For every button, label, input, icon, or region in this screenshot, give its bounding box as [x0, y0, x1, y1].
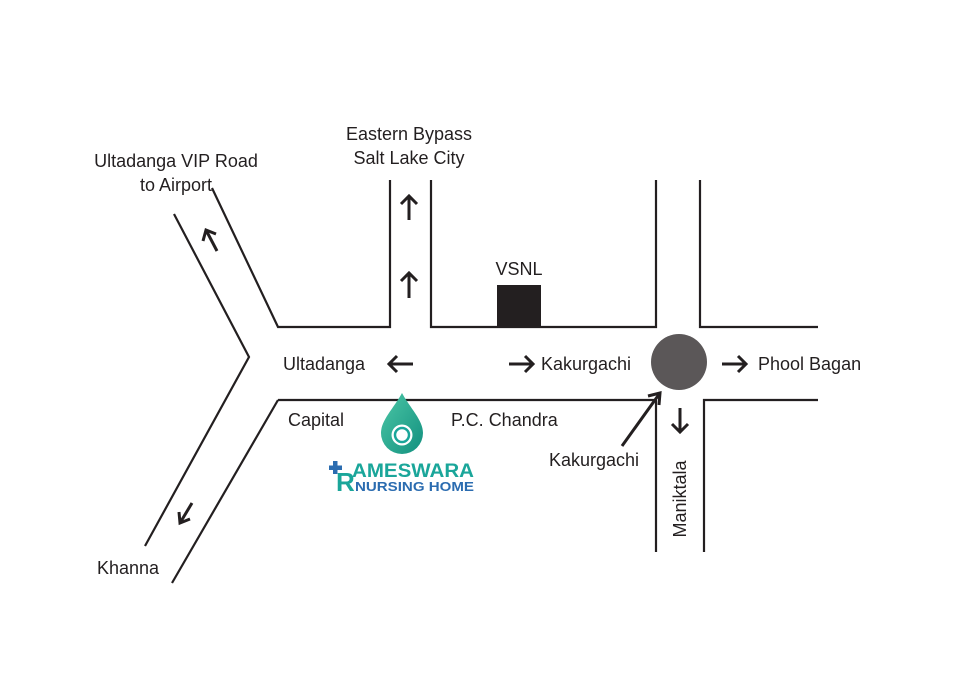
label-kakurgachi-road: Kakurgachi: [541, 354, 631, 374]
junction-marker: [651, 334, 707, 390]
label-vsnl: VSNL: [495, 259, 542, 279]
label-salt-lake-city: Salt Lake City: [353, 148, 464, 168]
vsnl-building: [497, 285, 541, 327]
logo-initial: R: [336, 467, 355, 497]
road-khanna-outer: [171, 399, 279, 584]
arrow-left-icon: [386, 354, 413, 374]
arrow-up-icon: [399, 270, 419, 298]
label-ultadanga: Ultadanga: [283, 354, 366, 374]
medical-cross-icon: [329, 461, 342, 474]
road-vip-outer-top: [211, 180, 392, 329]
logo-subtitle: NURSING HOME: [355, 480, 474, 494]
label-eastern-bypass: Eastern Bypass: [346, 124, 472, 144]
logo-title: AMESWARA: [352, 461, 474, 482]
road-phoolbagan-north: [698, 180, 818, 329]
arrow-down-left-icon: [177, 502, 194, 526]
label-phool-bagan: Phool Bagan: [758, 354, 861, 374]
arrow-up-right-icon: [620, 391, 662, 447]
label-maniktala: Maniktala: [670, 459, 690, 537]
arrow-right-icon: [509, 354, 536, 374]
arrow-up-icon: [399, 193, 419, 220]
label-capital: Capital: [288, 410, 344, 430]
label-to-airport: to Airport: [140, 175, 212, 195]
label-khanna: Khanna: [97, 558, 160, 578]
road-bypass-east: [429, 180, 658, 329]
road-phoolbagan-south: [702, 398, 818, 552]
road-network: [144, 180, 818, 584]
arrow-up-left-icon: [201, 227, 219, 252]
arrow-down-icon: [670, 408, 690, 435]
arrow-right-icon: [722, 354, 749, 374]
hospital-location-pin-icon: [381, 393, 423, 454]
rameswara-logo: R AMESWARA NURSING HOME: [329, 461, 474, 497]
label-pc-chandra: P.C. Chandra: [451, 410, 559, 430]
road-vip-inner: [144, 213, 251, 547]
label-ultadanga-vip: Ultadanga VIP Road: [94, 151, 258, 171]
label-kakurgachi-point: Kakurgachi: [549, 450, 639, 470]
direction-arrows: [177, 193, 749, 526]
